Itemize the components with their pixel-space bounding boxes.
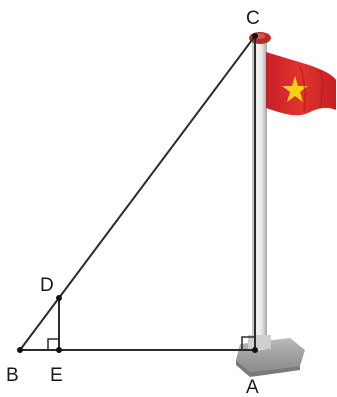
label-B: B [6,365,19,386]
flag-star-icon [282,76,308,102]
point-A [252,347,258,353]
vietnam-flag [266,52,336,116]
triangle-lines [19,35,256,351]
point-B [17,347,23,353]
label-D: D [40,275,54,296]
right-angle-marker-A [241,336,255,350]
point-E [56,347,62,353]
label-A: A [246,377,259,397]
point-C [252,33,258,39]
points [17,33,258,353]
label-E: E [50,365,63,386]
label-C: C [246,8,260,29]
segment-BC [19,35,256,351]
point-D [56,295,62,301]
right-angle-marker-E [47,338,59,350]
